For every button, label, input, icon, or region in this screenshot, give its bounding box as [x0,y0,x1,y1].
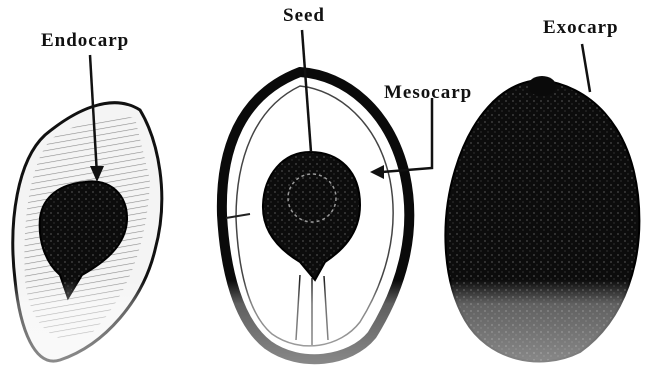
label-endocarp: Endocarp [41,30,129,52]
bottom-fade-overlay [0,280,646,376]
exocarp-stalk [528,76,556,96]
label-seed: Seed [283,5,325,27]
label-exocarp: Exocarp [543,17,619,39]
label-mesocarp: Mesocarp [384,82,472,104]
exocarp-pointer-line [582,44,590,92]
